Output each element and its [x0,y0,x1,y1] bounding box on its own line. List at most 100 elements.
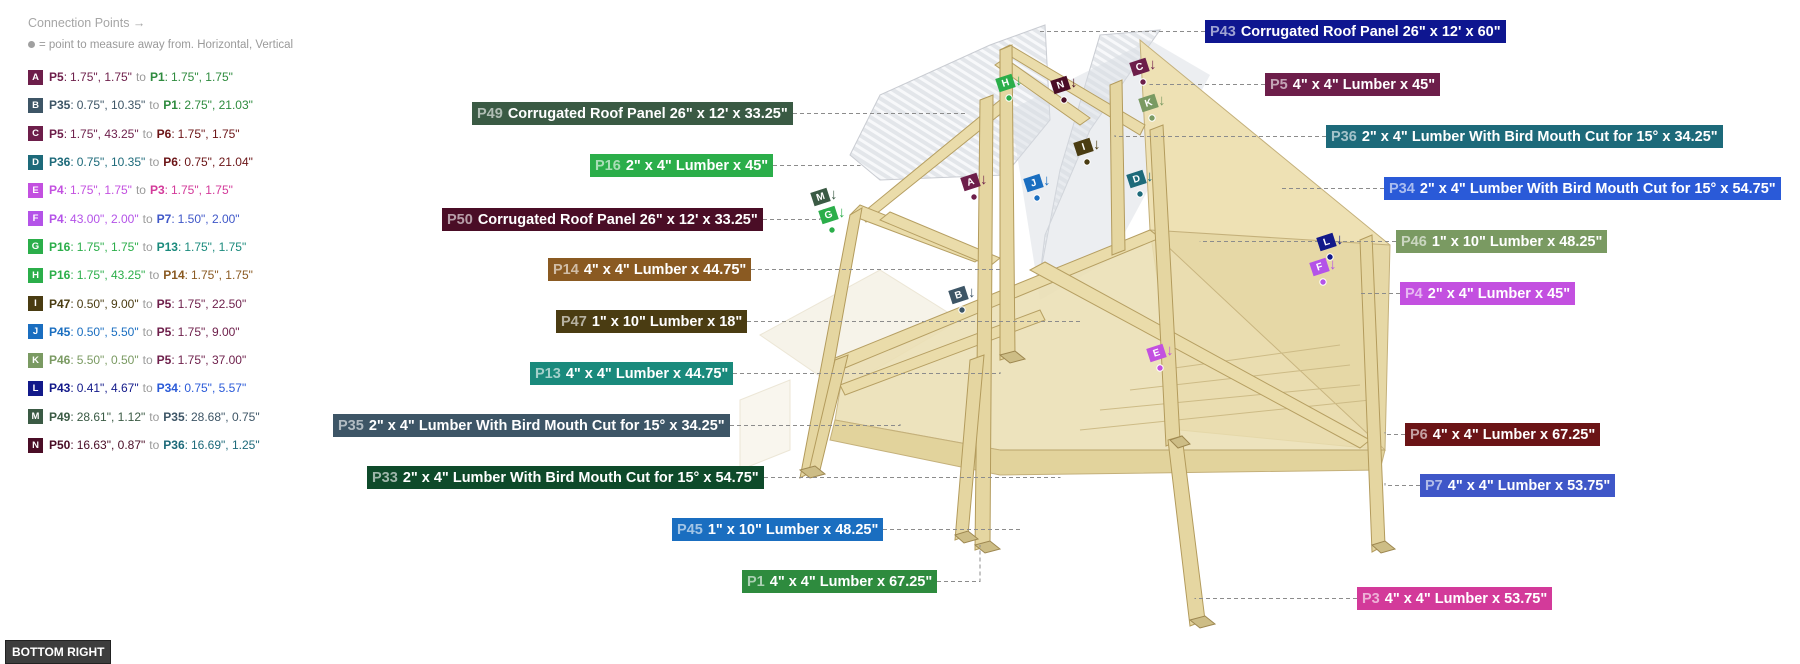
leader-line [937,545,981,582]
part-id: P35 [338,417,364,434]
legend-badge: E [28,182,43,198]
legend-to-part: P6 [156,126,172,141]
legend-badge: D [28,154,43,170]
direction-arrow-icon: ↓ [1043,172,1051,189]
connection-point-dot [1005,94,1013,102]
legend-from-part: P4 [49,211,64,226]
part-id: P6 [1410,426,1428,443]
connection-point-dot [1326,253,1334,261]
legend-from-values: 0.75", 10.35" [76,155,146,170]
legend-badge: C [28,126,43,142]
leader-line [773,165,861,166]
part-description: 2" x 4" Lumber x 45" [625,157,769,174]
leader-line [1114,135,1326,137]
legend-from-colon: : [63,126,68,141]
legend-to-values: 1.75", 37.00" [177,353,247,368]
post-ends [798,350,1397,629]
legend-from-part: P45 [49,324,71,339]
legend-from-values: 1.75", 43.25" [70,126,139,141]
direction-arrow-icon: ↓ [838,204,846,221]
legend-to-colon: : [184,268,188,283]
legend-to-colon: : [184,438,188,452]
legend-from-values: 0.75", 10.35" [76,98,146,113]
part-description: 1" x 10" Lumber x 48.25" [1431,233,1603,250]
legend-from-values: 28.61", 1.12" [76,409,146,424]
legend-to-colon: : [171,324,175,339]
legend-to-part: P35 [163,409,185,424]
connection-point-dot [958,306,966,314]
leader-line [763,218,821,220]
view-bottom-right-button[interactable]: BOTTOM RIGHT [5,640,112,664]
legend-from-part: P36 [49,155,71,170]
direction-arrow-icon: ↓ [1015,72,1023,89]
leader-line [1384,432,1405,435]
legend-from-part: P46 [49,353,71,368]
legend-from-colon: : [70,239,74,254]
legend-to-values: 2.75", 21.03" [184,98,253,113]
legend-from-values: 1.75", 43.25" [76,268,146,283]
legend-badge: L [28,380,43,396]
legend-badge: K [28,352,43,368]
connection-point-dots [820,78,1334,372]
legend-subtitle: = point to measure away from. Horizontal… [28,39,358,51]
leader-line [1039,30,1205,32]
legend-to-colon: : [177,381,182,396]
part-description: 2" x 4" Lumber With Bird Mouth Cut for 1… [1361,128,1718,145]
legend-to-word: to [149,155,160,170]
legend-to-part: P36 [163,438,185,452]
legend-from-colon: : [70,353,74,368]
leader-line [733,372,1001,374]
legend-to-part: P7 [156,211,172,226]
part-description: 2" x 4" Lumber x 45" [1427,285,1571,302]
part-id: P4 [1405,285,1423,302]
legend-to-values: 1.50", 2.00" [177,211,240,226]
direction-arrow-icon: ↓ [1070,74,1078,91]
legend-to-word: to [149,268,160,283]
legend-to-part: P3 [149,183,165,198]
legend-badge: A [28,69,43,85]
leader-line [764,477,1061,478]
part-id: P45 [677,521,703,538]
part-description: Corrugated Roof Panel 26" x 12' x 33.25" [477,211,758,228]
legend-to-values: 16.69", 1.25" [191,438,260,452]
legend-subtitle-text: = point to measure away from. Horizontal… [39,39,294,51]
legend-to-colon: : [164,183,168,198]
part-id: P43 [1210,23,1236,40]
legend-from-values: 0.50", 5.50" [76,324,139,339]
part-description: 4" x 4" Lumber x 53.75" [1447,477,1611,494]
legend-to-colon: : [171,211,175,226]
